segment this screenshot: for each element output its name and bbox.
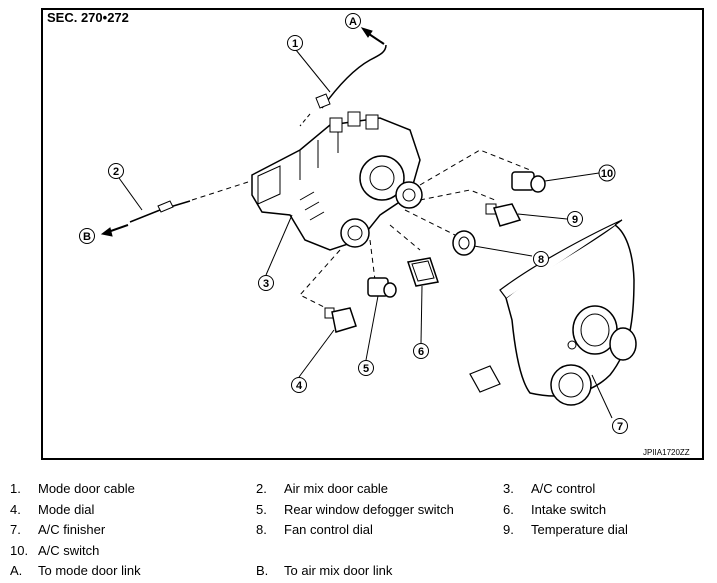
exploded-view-diagram: 1 2 3 4 5 6 7 8 9 10 A B — [79, 13, 637, 434]
legend-item: 10.A/C switch — [10, 543, 100, 558]
svg-text:6: 6 — [418, 346, 424, 358]
svg-text:3: 3 — [263, 278, 269, 290]
callout-1: 1 — [287, 35, 303, 51]
callout-5: 5 — [358, 360, 374, 376]
legend-item: 2.Air mix door cable — [256, 481, 389, 496]
arrow-b — [107, 224, 129, 233]
legend-item: 3.A/C control — [503, 481, 596, 496]
parts-legend: 1.Mode door cable 2.Air mix door cable 3… — [0, 478, 717, 583]
svg-text:A: A — [349, 16, 357, 28]
legend-item: 5.Rear window defogger switch — [256, 502, 454, 517]
callout-a: A — [345, 13, 361, 29]
svg-text:4: 4 — [296, 380, 303, 392]
legend-item: B.To air mix door link — [256, 563, 393, 578]
intake-switch — [407, 257, 439, 287]
callout-9: 9 — [567, 211, 583, 227]
ac-control-unit — [251, 111, 423, 251]
legend-item: 7.A/C finisher — [10, 522, 106, 537]
callout-10: 10 — [598, 164, 616, 182]
legend-item: A.To mode door link — [10, 563, 141, 578]
rear-defogger-switch — [367, 277, 397, 298]
svg-text:7: 7 — [617, 421, 623, 433]
legend-item: 6.Intake switch — [503, 502, 607, 517]
callout-6: 6 — [413, 343, 429, 359]
svg-text:1: 1 — [292, 38, 298, 50]
svg-text:10: 10 — [601, 168, 613, 180]
callout-2: 2 — [108, 163, 124, 179]
air-mix-door-cable — [129, 200, 191, 223]
svg-text:9: 9 — [572, 214, 578, 226]
legend-item: 8.Fan control dial — [256, 522, 373, 537]
ac-finisher — [469, 219, 637, 406]
callout-7: 7 — [612, 418, 628, 434]
callout-b: B — [79, 228, 95, 244]
svg-text:2: 2 — [113, 166, 119, 178]
svg-text:5: 5 — [363, 363, 369, 375]
legend-item: 4.Mode dial — [10, 502, 95, 517]
figure-id: JPIIA1720ZZ — [643, 448, 690, 457]
callout-4: 4 — [291, 377, 307, 393]
svg-text:B: B — [83, 231, 91, 243]
legend-item: 9.Temperature dial — [503, 522, 628, 537]
callout-8: 8 — [533, 251, 549, 267]
section-label: SEC. 270•272 — [47, 10, 129, 25]
temperature-dial — [485, 203, 522, 227]
mode-dial — [324, 307, 357, 333]
svg-text:8: 8 — [538, 254, 544, 266]
callout-3: 3 — [258, 275, 274, 291]
legend-item: 1.Mode door cable — [10, 481, 135, 496]
ac-switch — [511, 171, 546, 193]
mode-door-cable — [321, 44, 387, 109]
fan-control-dial — [452, 230, 476, 256]
